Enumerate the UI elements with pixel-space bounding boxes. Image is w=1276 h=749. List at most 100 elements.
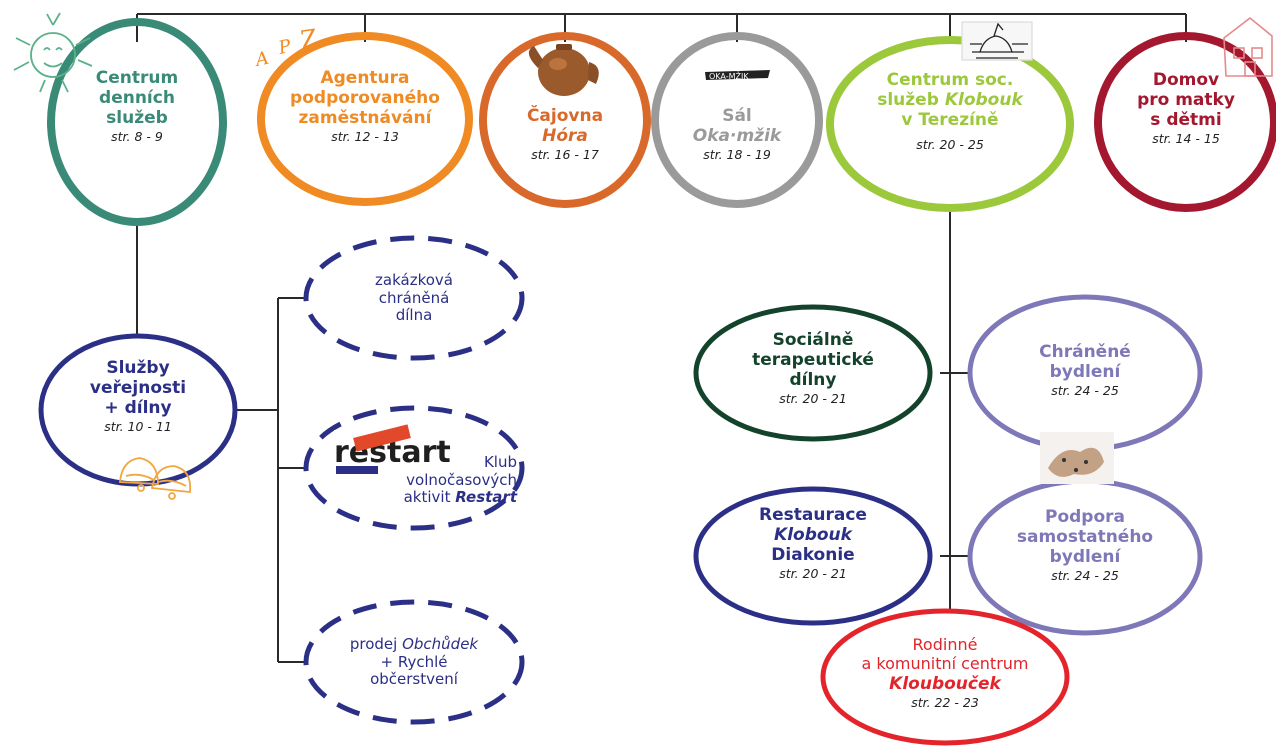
node-prodej-obchudek: prodej Obchůdek + Rychlé občerstvení — [324, 635, 504, 689]
hat-sketch-icon — [961, 21, 1033, 61]
title-line: Sociálně — [772, 330, 854, 350]
title-line: podporovaného — [290, 88, 440, 109]
title-line: Čajovna — [526, 106, 604, 126]
title-line: terapeutické — [752, 350, 874, 371]
title-italic: Hóra — [495, 126, 635, 146]
text-line-with-italic: prodej Obchůdek — [324, 635, 504, 654]
connector-lines — [136, 13, 1187, 663]
page-ref: str. 20 - 25 — [916, 137, 984, 153]
title-line: bydlení — [1049, 547, 1121, 568]
node-rodinne-centrum: Rodinné a komunitní centrum Kloubouček s… — [840, 635, 1050, 711]
italic-text: Obchůdek — [402, 635, 479, 653]
circle-cajovna — [479, 32, 651, 208]
text-line: a komunitní centrum — [861, 653, 1029, 673]
text-line: zakázková — [375, 271, 453, 289]
circle-rodinne — [820, 608, 1070, 746]
svg-text:A: A — [252, 48, 271, 72]
node-domov: Domov pro matky s dětmi str. 14 - 15 — [1116, 70, 1256, 147]
title-line: Domov — [1152, 70, 1220, 90]
apz-logo-icon: A P Z — [252, 24, 320, 71]
node-socialne-terapeuticke: Sociálně terapeutické dílny str. 20 - 21 — [728, 330, 898, 407]
page-ref: str. 12 - 13 — [331, 129, 399, 145]
text-line: Rodinné — [912, 635, 978, 654]
title-line: pro matky — [1137, 90, 1235, 111]
text-line: občerstvení — [370, 670, 458, 689]
title-line: zaměstnávání — [298, 108, 432, 129]
page-ref: str. 20 - 21 — [779, 391, 847, 407]
node-sal: Sál Oka·mžik str. 18 - 19 — [667, 106, 807, 163]
node-centrum-dennich-sluzeb: Centrum denních služeb str. 8 - 9 — [62, 68, 212, 145]
bells-doodle-icon — [119, 457, 192, 500]
text-line: chráněná — [378, 288, 450, 307]
svg-text:Z: Z — [299, 24, 319, 54]
restart-logo-icon: restart — [334, 424, 451, 476]
node-agentura: Agentura podporovaného zaměstnávání str.… — [270, 68, 460, 145]
title-line: dílny — [789, 370, 837, 391]
teapot-icon — [528, 44, 599, 96]
page-ref: str. 24 - 25 — [1051, 568, 1119, 584]
page-ref: str. 24 - 25 — [1051, 383, 1119, 399]
circle-sal — [651, 32, 823, 208]
dog-sketch-icon — [1040, 432, 1114, 484]
dashed-circle-zakazkova — [303, 235, 525, 361]
title-line: Centrum soc. — [886, 70, 1014, 90]
node-restaurace: Restaurace Klobouk Diakonie str. 20 - 21 — [728, 505, 898, 582]
title-italic: Oka·mžik — [667, 126, 807, 146]
svg-text:OKA-MŽIK: OKA-MŽIK — [709, 70, 749, 81]
title-line: veřejnosti — [89, 378, 187, 399]
title-italic: Kloubouček — [840, 674, 1050, 694]
title-line-with-italic: služeb Klobouk — [860, 90, 1040, 110]
title-line: + dílny — [104, 398, 172, 419]
oka-mzik-logo-icon: OKA-MŽIK — [705, 70, 770, 81]
circle-domov — [1094, 32, 1276, 212]
italic-text: Restart — [455, 488, 517, 507]
text-line: + Rychlé — [380, 652, 448, 671]
page-ref: str. 18 - 19 — [703, 147, 771, 163]
text-line-with-italic: aktivit Restart — [395, 489, 517, 507]
title-italic: Klobouk — [728, 525, 898, 545]
dashed-circle-prodej — [303, 599, 525, 725]
text-line: volnočasových — [406, 470, 517, 489]
node-centrum-klobouk: Centrum soc. služeb Klobouk v Terezíně s… — [860, 70, 1040, 153]
title-italic-text: Hóra — [542, 126, 588, 147]
title-line: Restaurace — [759, 505, 867, 525]
house-doodle-icon — [1223, 16, 1273, 77]
title-line: Diakonie — [771, 545, 855, 566]
circle-centrum-klobouk — [826, 36, 1074, 212]
title-line: Centrum — [95, 68, 179, 88]
title-line: Agentura — [320, 68, 410, 88]
circle-centrum-dennich-sluzeb — [47, 18, 227, 226]
title-italic-text: Klobouk — [774, 525, 852, 546]
dashed-circle-klub — [303, 405, 525, 531]
svg-text:P: P — [276, 36, 294, 59]
title-line: bydlení — [1049, 362, 1121, 383]
page-ref: str. 10 - 11 — [104, 419, 172, 435]
title-line: služeb — [106, 108, 168, 129]
title-italic-text: Kloubouček — [889, 673, 1001, 694]
text-line: dílna — [395, 306, 433, 325]
title-line: v Terezíně — [901, 110, 999, 131]
node-chranene-bydleni: Chráněné bydlení str. 24 - 25 — [1010, 342, 1160, 399]
title-line: Sál — [722, 106, 752, 126]
circle-sluzby-verejnosti — [38, 333, 238, 487]
circle-agentura — [257, 32, 473, 206]
page-ref: str. 8 - 9 — [111, 129, 163, 145]
node-cajovna: Čajovna Hóra str. 16 - 17 — [495, 106, 635, 163]
node-sluzby-verejnosti: Služby veřejnosti + dílny str. 10 - 11 — [68, 358, 208, 435]
node-zakazkova-dilna: zakázková chráněná dílna — [344, 271, 484, 325]
title-italic-text: Oka·mžik — [692, 126, 782, 147]
page-ref: str. 20 - 21 — [779, 566, 847, 582]
title-line: Služby — [106, 358, 170, 378]
text-line: Klub — [483, 453, 517, 471]
page-ref: str. 14 - 15 — [1152, 131, 1220, 147]
sun-doodle-icon — [13, 12, 93, 93]
page-ref: str. 22 - 23 — [911, 694, 979, 710]
title-line: služeb — [877, 90, 939, 111]
title-line: denních — [99, 88, 175, 109]
circle-socialne-terapeuticke — [693, 304, 933, 442]
title-line: samostatného — [1016, 527, 1154, 548]
title-line: Chráněné — [1039, 342, 1131, 362]
page-ref: str. 16 - 17 — [531, 147, 599, 163]
circle-restaurace — [693, 486, 933, 626]
